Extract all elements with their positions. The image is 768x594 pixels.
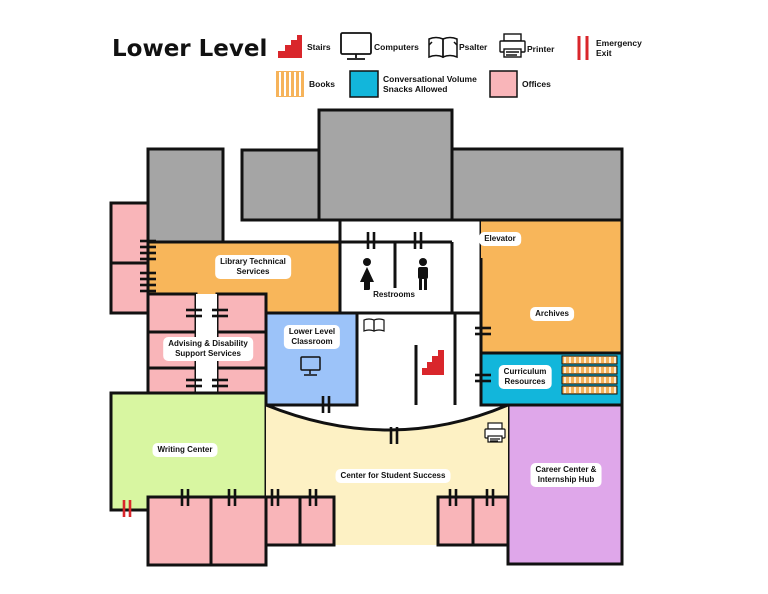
legend-books-swatch (276, 71, 304, 97)
label-archives: Archives (530, 307, 574, 321)
label-elevator: Elevator (479, 232, 521, 246)
label-curriculum: Curriculum Resources (498, 365, 552, 389)
office-south-2 (209, 495, 268, 567)
restroom-women-icon (360, 258, 374, 290)
label-library-technical-services-line-1: Library Technical (220, 257, 286, 266)
legend-conversational-label-line-2: Snacks Allowed (383, 84, 448, 94)
page-title: Lower Level (112, 36, 268, 62)
label-classroom-line-2: Classroom (291, 337, 333, 346)
legend-offices-label: Offices (522, 79, 551, 89)
structure-block-center (317, 108, 454, 222)
label-restrooms: Restrooms (368, 288, 420, 302)
legend-books-label: Books (309, 79, 335, 89)
legend-computer-icon (340, 32, 372, 60)
label-classroom: Lower Level Classroom (283, 325, 341, 349)
label-library-technical-services: Library Technical Services (215, 255, 291, 279)
office-advising-1 (146, 292, 198, 334)
label-curriculum-line-2: Resources (504, 377, 546, 386)
label-advising-line-2: Support Services (175, 349, 241, 358)
structure-block-east (450, 147, 624, 222)
legend-offices-swatch (489, 70, 518, 98)
legend-exit-label: Emergency Exit (596, 38, 642, 58)
office-south-1 (146, 495, 213, 567)
legend-stairs-label: Stairs (307, 42, 331, 52)
legend-computers-label: Computers (374, 42, 419, 52)
legend-printer-label: Printer (527, 44, 555, 54)
legend-conversational-label-line-1: Conversational Volume (383, 74, 477, 84)
legend-printer-icon (499, 33, 526, 58)
label-advising: Advising & Disability Support Services (163, 337, 253, 361)
printer-icon (484, 422, 506, 443)
stairs-icon (422, 350, 444, 375)
label-curriculum-line-1: Curriculum (503, 367, 547, 376)
restroom-men-icon (418, 258, 428, 290)
legend-book-icon (428, 36, 458, 59)
legend-exit-label-line-1: Emergency (596, 38, 642, 48)
book-icon (363, 318, 385, 332)
structure-block-west (146, 147, 225, 244)
legend-conversational-swatch (349, 70, 379, 98)
office-advising-4 (215, 292, 268, 334)
label-center-for-student-success: Center for Student Success (335, 469, 451, 483)
label-classroom-line-1: Lower Level (288, 327, 336, 336)
computer-icon (300, 356, 321, 376)
legend-exit-icon (577, 36, 589, 60)
label-career-center-line-1: Career Center & (535, 465, 597, 474)
legend-conversational-label: Conversational Volume Snacks Allowed (383, 74, 477, 94)
legend-stairs-icon (278, 35, 302, 58)
label-writing-center: Writing Center (152, 443, 218, 457)
legend-exit-label-line-2: Exit (596, 48, 612, 58)
label-career-center: Career Center & Internship Hub (530, 463, 602, 487)
success-arc-wall (265, 403, 509, 432)
wall-stair-enclosure (414, 311, 457, 405)
label-career-center-line-2: Internship Hub (537, 475, 595, 484)
legend-psalter-label: Psalter (459, 42, 488, 52)
structure-block-center-west (240, 148, 321, 222)
office-south-6 (471, 495, 510, 547)
office-west-lower (109, 261, 150, 315)
label-library-technical-services-line-2: Services (236, 267, 270, 276)
label-advising-line-1: Advising & Disability (168, 339, 248, 348)
